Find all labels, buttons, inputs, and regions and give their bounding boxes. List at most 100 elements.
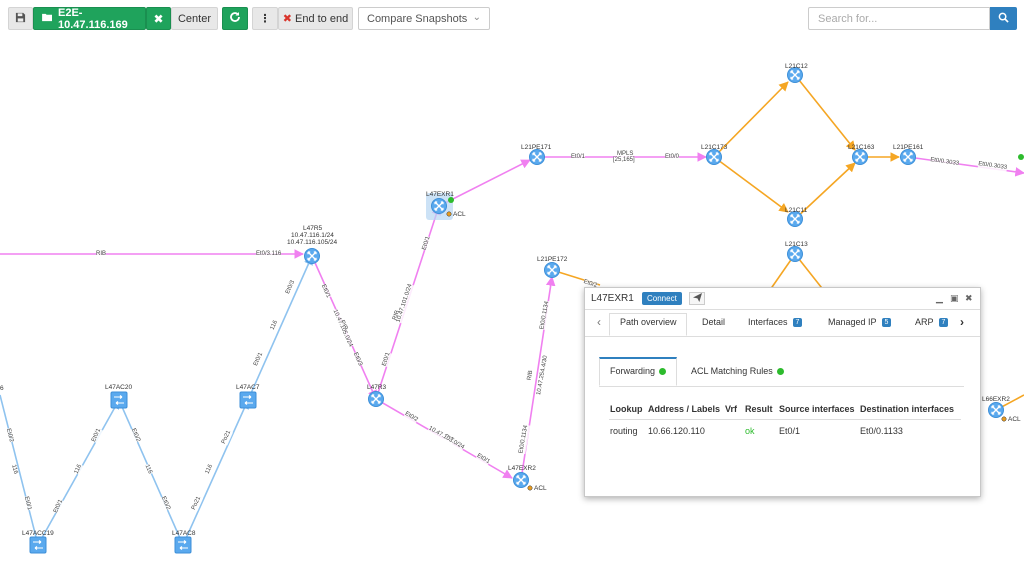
- node-label: L21C13: [785, 241, 808, 248]
- arp-count-badge: 7: [938, 318, 949, 327]
- acl-label: ACL: [453, 211, 466, 218]
- node-L66EXR2[interactable]: [987, 401, 1005, 419]
- node-L47AC7[interactable]: [239, 391, 257, 409]
- edge-label: [25,165]: [613, 157, 635, 164]
- table-cell: Et0/0.1133: [860, 426, 903, 436]
- node-label: L21C11: [785, 207, 808, 214]
- node-L21PE171[interactable]: [528, 148, 546, 166]
- close-icon: ✖: [282, 13, 292, 25]
- interfaces-count-badge: 7: [792, 318, 803, 327]
- refresh-button[interactable]: [222, 7, 248, 30]
- close-path-button[interactable]: ✖: [146, 7, 171, 30]
- node-L21PE172[interactable]: [543, 261, 561, 279]
- status-dot-green: [1018, 154, 1024, 160]
- status-dot: [776, 368, 784, 375]
- acl-label: ACL: [534, 485, 547, 492]
- tab-path-overview[interactable]: Path overview: [620, 317, 677, 327]
- node-L47EXR1[interactable]: [430, 197, 448, 215]
- path-label: E2E-10.47.116.169: [58, 6, 128, 31]
- center-button[interactable]: Center: [171, 7, 218, 30]
- vertical-dots-icon: ⋮: [259, 13, 271, 25]
- maximize-icon[interactable]: ▣: [950, 293, 959, 303]
- path-button[interactable]: E2E-10.47.116.169: [33, 6, 146, 31]
- node-L47R5[interactable]: [303, 247, 321, 265]
- edge-label: Et0/1: [571, 154, 586, 161]
- chevron-right-icon[interactable]: ›: [960, 315, 964, 329]
- more-options-button[interactable]: ⋮: [252, 7, 278, 30]
- edge-label: RIB: [96, 251, 107, 258]
- search-input[interactable]: Search for...: [808, 7, 990, 30]
- node-L47R3[interactable]: [367, 390, 385, 408]
- node-label: L21C12: [785, 63, 808, 70]
- node-label: 6: [0, 385, 4, 392]
- close-icon[interactable]: ✖: [965, 293, 973, 303]
- node-label: L47AC7: [236, 384, 260, 391]
- path-subtabs: Forwarding ACL Matching Rules: [599, 357, 964, 387]
- table-header: Address / Labels: [648, 404, 721, 414]
- acl-label: ACL: [1008, 416, 1021, 423]
- node-label: L66EXR2: [982, 396, 1010, 403]
- edge-label: Et0/0: [665, 154, 680, 161]
- close-icon: ✖: [153, 11, 164, 26]
- node-L47EXR2[interactable]: [512, 471, 530, 489]
- node-label: L47AC20: [105, 384, 133, 391]
- node-L21C163[interactable]: [851, 148, 869, 166]
- panel-header: L47EXR1 Connect ▁ ▣ ✖: [585, 288, 980, 310]
- table-header: Result: [745, 404, 773, 414]
- node-L47AC20[interactable]: [110, 391, 128, 409]
- save-icon: [15, 12, 26, 26]
- table-cell: routing: [610, 426, 638, 436]
- compare-snapshots-select[interactable]: Compare Snapshots ⌄: [358, 7, 490, 30]
- edge-label: Et0/3.116: [256, 251, 282, 258]
- node-L47ACC19[interactable]: [29, 536, 47, 554]
- node-label: L21C173: [701, 144, 728, 151]
- node-label: L47R5: [303, 225, 323, 232]
- table-cell: 10.66.120.110: [648, 426, 705, 436]
- node-label: L47ACC19: [22, 530, 54, 537]
- status-dot: [659, 368, 667, 375]
- acl-dot: [527, 485, 533, 491]
- table-cell: Et0/1: [779, 426, 801, 436]
- acl-dot: [446, 211, 452, 217]
- node-label: L21PE171: [521, 144, 552, 151]
- node-label: L47R3: [367, 384, 387, 391]
- tab-path-overview-bg: [609, 313, 687, 336]
- node-L21PE161[interactable]: [899, 148, 917, 166]
- node-label: L47EXR1: [426, 191, 454, 198]
- node-label: L21PE161: [893, 144, 924, 151]
- status-dot-green: [448, 197, 454, 203]
- node-L21C173[interactable]: [705, 148, 723, 166]
- tab-detail[interactable]: Detail: [702, 317, 726, 327]
- table-header: Source interfaces: [779, 404, 855, 414]
- search-icon: [998, 10, 1009, 28]
- chevron-down-icon: ⌄: [472, 12, 481, 23]
- table-cell-result: ok: [745, 426, 755, 436]
- paper-plane-icon: [692, 293, 702, 304]
- chevron-left-icon[interactable]: ‹: [597, 315, 601, 329]
- folder-open-icon: [42, 13, 53, 25]
- save-button[interactable]: [8, 7, 33, 30]
- managed-ip-count-badge: 5: [881, 318, 892, 327]
- mpls-path: [551, 74, 1024, 411]
- table-header: Lookup: [610, 404, 643, 414]
- node-L21C13[interactable]: [786, 245, 804, 263]
- node-label: L21PE172: [537, 256, 568, 263]
- minimize-icon[interactable]: ▁: [936, 293, 943, 303]
- node-label: L47AC8: [172, 530, 196, 537]
- end-to-end-button[interactable]: ✖ End to end: [278, 7, 353, 30]
- connect-button[interactable]: Connect: [642, 292, 682, 305]
- search-button[interactable]: [990, 7, 1017, 30]
- subtab-forwarding[interactable]: Forwarding: [610, 366, 667, 376]
- edge-label: MPLS: [617, 151, 634, 158]
- node-label: L47EXR2: [508, 465, 536, 472]
- navigate-button[interactable]: [689, 292, 705, 305]
- node-label: L21C163: [848, 144, 875, 151]
- table-divider: [609, 419, 961, 420]
- panel-title: L47EXR1: [591, 293, 634, 304]
- subtab-acl-matching-rules[interactable]: ACL Matching Rules: [691, 366, 784, 376]
- node-L47AC8[interactable]: [174, 536, 192, 554]
